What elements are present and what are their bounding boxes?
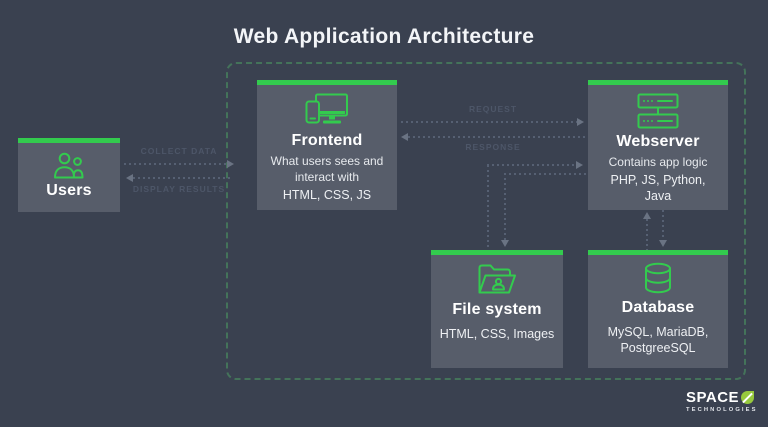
database-icon [643, 262, 673, 294]
node-accent-bar [18, 138, 120, 143]
response-line [408, 136, 587, 138]
server-side-boundary [226, 62, 746, 380]
display-results-label: DISPLAY RESULTS [132, 184, 226, 194]
node-frontend-label: Frontend [291, 132, 363, 149]
page-title: Web Application Architecture [233, 25, 535, 48]
node-webserver-description: Contains app logic [608, 155, 708, 169]
request-label: REQUEST [468, 104, 518, 114]
display-results-line [133, 177, 230, 179]
node-users: Users [18, 138, 120, 212]
request-line [401, 121, 578, 123]
node-frontend: Frontend What users sees and interact wi… [257, 80, 397, 210]
response-label: RESPONSE [465, 142, 521, 152]
node-accent-bar [588, 250, 728, 255]
collect-data-label: COLLECT DATA [140, 146, 218, 156]
server-icon [637, 93, 679, 129]
collect-data-line [124, 163, 228, 165]
node-webserver: Webserver Contains app logic PHP, JS, Py… [588, 80, 728, 210]
webserver-to-filesystem-line-horizontal [504, 173, 588, 175]
node-accent-bar [257, 80, 397, 85]
database-to-webserver-arrowhead [643, 212, 651, 219]
webserver-to-filesystem-line-vertical [504, 173, 506, 240]
node-database-label: Database [621, 299, 695, 316]
filesystem-to-webserver-line-horizontal [487, 164, 577, 166]
node-database: Database MySQL, MariaDB, PostgreeSQL [588, 250, 728, 368]
logo-slashed-o-icon [741, 391, 755, 404]
filesystem-to-webserver-line-vertical [487, 165, 489, 250]
users-icon [52, 151, 86, 179]
node-frontend-tech: HTML, CSS, JS [282, 188, 372, 203]
webserver-to-filesystem-arrowhead [501, 240, 509, 247]
display-results-arrowhead [126, 174, 133, 182]
database-to-webserver-line [646, 219, 648, 250]
node-filesystem-label: File system [452, 301, 542, 318]
filesystem-to-webserver-arrowhead [576, 161, 583, 169]
webserver-to-database-arrowhead [659, 240, 667, 247]
node-webserver-tech: PHP, JS, Python, Java [610, 173, 706, 204]
node-filesystem-tech: HTML, CSS, Images [439, 327, 555, 341]
node-webserver-label: Webserver [616, 133, 700, 150]
response-arrowhead [401, 133, 408, 141]
logo-brand-text: SPACE [686, 389, 740, 406]
collect-data-arrowhead [227, 160, 234, 168]
node-database-tech: MySQL, MariaDB, PostgreeSQL [607, 325, 709, 356]
request-arrowhead [577, 118, 584, 126]
node-frontend-description: What users sees and interact with [270, 154, 384, 185]
node-accent-bar [431, 250, 563, 255]
node-filesystem: File system HTML, CSS, Images [431, 250, 563, 368]
spaceo-logo: SPACE TECHNOLOGIES [686, 389, 758, 413]
webserver-to-database-line [662, 210, 664, 240]
devices-icon [305, 93, 349, 128]
logo-sub-text: TECHNOLOGIES [686, 407, 758, 413]
node-users-label: Users [46, 182, 92, 199]
folder-user-icon [477, 263, 517, 295]
node-accent-bar [588, 80, 728, 85]
